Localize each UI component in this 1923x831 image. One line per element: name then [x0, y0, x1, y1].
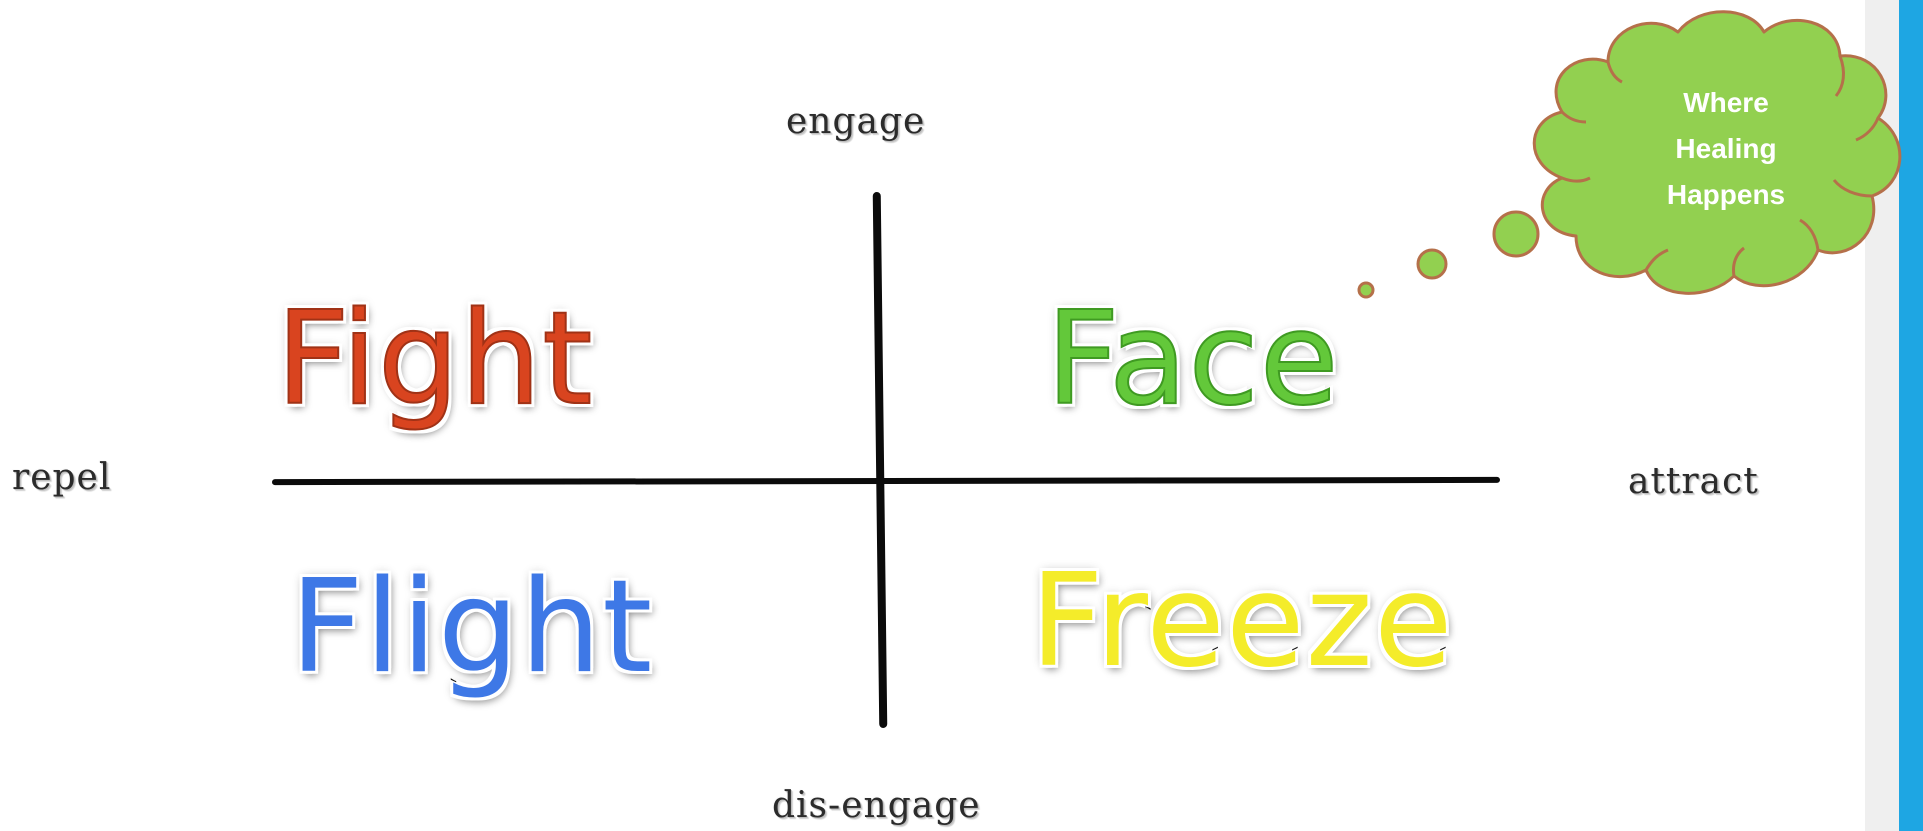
horizontal-axis — [271, 476, 1501, 486]
thought-cloud — [1357, 10, 1902, 299]
axis-label-engage: engage — [786, 101, 926, 142]
callout-line-3: Happens — [1666, 179, 1786, 210]
callout-text: Where Healing Happens — [1626, 80, 1826, 218]
accent-strip — [1899, 0, 1923, 831]
quadrant-face: Face — [1045, 285, 1340, 434]
thought-bubble-small — [1357, 281, 1375, 299]
thought-bubble-medium — [1416, 248, 1448, 280]
quadrant-flight: Flight — [287, 553, 654, 702]
callout-line-2: Healing — [1675, 133, 1777, 164]
axis-label-attract: attract — [1628, 461, 1759, 502]
thought-cloud-shape — [1532, 10, 1902, 295]
axis-label-disengage: dis-engage — [772, 785, 981, 826]
quadrant-fight: Fight — [275, 285, 594, 434]
vertical-axis — [872, 191, 888, 729]
quadrant-freeze: Freeze — [1028, 547, 1456, 696]
callout-line-1: Where — [1683, 87, 1769, 118]
thought-bubble-large — [1492, 210, 1540, 258]
axis-label-repel: repel — [12, 457, 112, 498]
